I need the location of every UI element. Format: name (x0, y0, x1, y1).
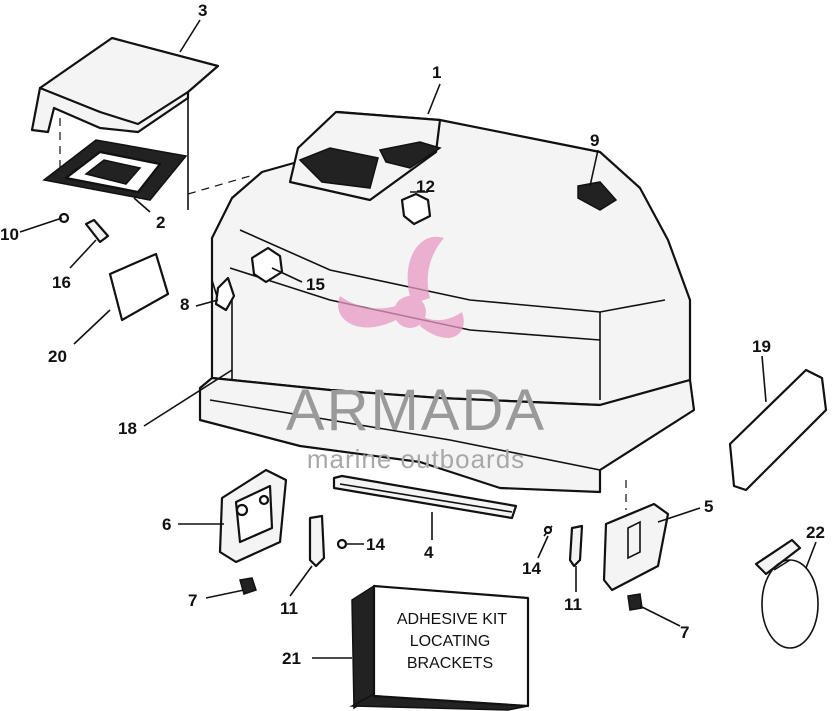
callout-9: 9 (590, 131, 599, 150)
callout-22: 22 (806, 523, 825, 542)
callout-14-right: 14 (522, 559, 541, 578)
propeller-blade (338, 296, 400, 328)
part-1-cowl (198, 110, 696, 510)
part-16-pad (84, 218, 110, 244)
watermark-tagline: marine outboards (307, 444, 525, 474)
callout-16: 16 (52, 273, 71, 292)
callout-15: 15 (306, 275, 325, 294)
part-4-trim-strip (332, 474, 518, 520)
callout-18: 18 (118, 419, 137, 438)
part-14-screw-right (543, 525, 553, 537)
part-6-bracket (218, 468, 288, 564)
callout-8: 8 (180, 295, 189, 314)
callout-12: 12 (416, 177, 435, 196)
callout-4: 4 (424, 543, 434, 562)
propeller-blade (407, 236, 444, 304)
kit-box-line-2: LOCATING (410, 633, 491, 650)
callout-7-right: 7 (680, 623, 689, 642)
part-7-grommet-right (627, 593, 643, 611)
watermark-logo (338, 236, 464, 338)
part-19-decal (728, 368, 828, 492)
callout-10: 10 (0, 225, 19, 244)
callout-19: 19 (752, 337, 771, 356)
propeller-hub (394, 296, 426, 328)
leader-lines (19, 19, 817, 659)
callout-20: 20 (48, 347, 67, 366)
callout-14-left: 14 (366, 535, 385, 554)
callout-1: 1 (432, 63, 441, 82)
callout-7-left: 7 (188, 591, 197, 610)
part-20-decal (108, 252, 170, 322)
part-22-handle-cable (754, 538, 819, 649)
callout-labels: 1 2 3 4 5 6 7 7 8 9 10 11 11 12 14 14 15… (0, 1, 825, 668)
part-21-kit-box: ADHESIVE KIT LOCATING BRACKETS (349, 584, 530, 711)
callout-5: 5 (704, 497, 713, 516)
part-5-bracket (602, 502, 670, 592)
callout-3: 3 (198, 1, 207, 20)
propeller-blade (420, 312, 464, 338)
callout-11-left: 11 (280, 599, 298, 618)
callout-11-right: 11 (564, 595, 582, 614)
part-14-screw-left (336, 538, 348, 550)
callout-21: 21 (282, 649, 301, 668)
part-11-clip-left (308, 514, 326, 568)
part-7-grommet-left (239, 577, 257, 595)
part-11-clip-right (568, 524, 584, 568)
watermark-brand: ARMADA (286, 378, 546, 443)
callout-2: 2 (156, 213, 165, 232)
callout-6: 6 (162, 515, 171, 534)
part-2-gasket (42, 118, 251, 201)
kit-box-line-1: ADHESIVE KIT (397, 611, 507, 628)
kit-box-line-3: BRACKETS (407, 655, 493, 672)
part-3-top-cover (30, 36, 220, 210)
